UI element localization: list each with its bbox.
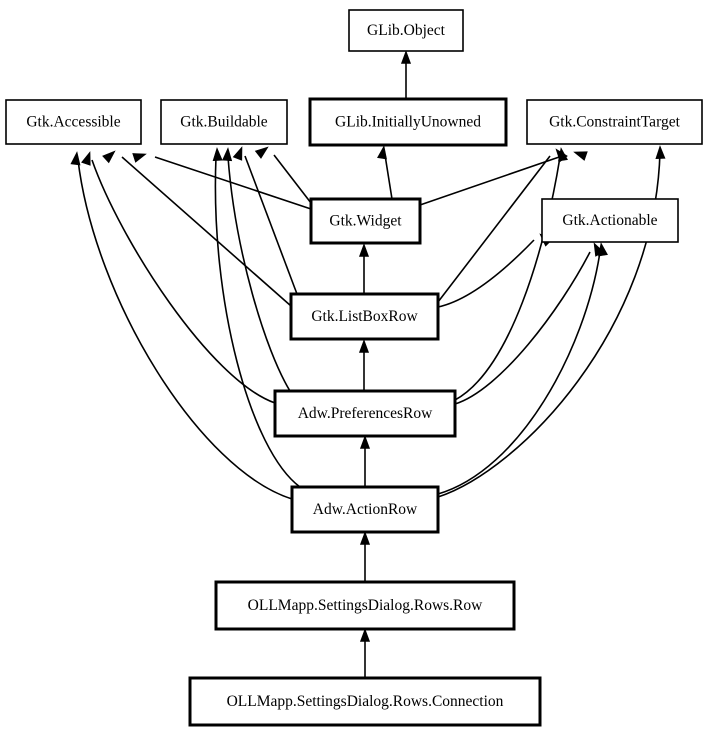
inheritance-edge-adw-preferencesrow-to-gtk-buildable	[222, 147, 291, 392]
class-node-ollmapp-row[interactable]: OLLMapp.SettingsDialog.Rows.Row	[214, 580, 516, 631]
node-label: Gtk.ConstraintTarget	[549, 114, 680, 131]
class-node-adw-actionrow[interactable]: Adw.ActionRow	[290, 485, 440, 534]
node-box[interactable]	[289, 292, 440, 341]
node-label: Adw.ActionRow	[313, 501, 418, 518]
class-node-gtk-actionable[interactable]: Gtk.Actionable	[541, 198, 679, 243]
class-node-gtk-buildable[interactable]: Gtk.Buildable	[160, 99, 288, 145]
inheritance-edge-gtk-listboxrow-to-gtk-actionable	[437, 233, 553, 308]
inheritance-edge-gtk-listboxrow-to-gtk-widget	[358, 243, 370, 294]
edge-line	[121, 156, 292, 307]
node-label: Gtk.Actionable	[562, 212, 657, 229]
node-label: OLLMapp.SettingsDialog.Rows.Connection	[227, 693, 504, 710]
arrow-head-icon	[359, 531, 371, 545]
arrow-head-icon	[655, 145, 666, 159]
node-label: Gtk.ListBoxRow	[311, 308, 418, 325]
edge-line	[227, 156, 291, 392]
inheritance-edge-gtk-listboxrow-to-gtk-accessible	[102, 150, 292, 307]
arrow-head-icon	[358, 243, 370, 257]
inheritance-edge-adw-actionrow-to-gtk-accessible	[70, 151, 293, 500]
node-box[interactable]	[526, 99, 703, 145]
arrow-head-icon	[70, 151, 81, 166]
edge-line	[419, 154, 566, 206]
node-label: OLLMapp.SettingsDialog.Rows.Row	[248, 597, 483, 614]
class-node-gtk-accessible[interactable]: Gtk.Accessible	[5, 99, 142, 145]
class-node-glib-object[interactable]: GLib.Object	[348, 9, 464, 52]
inheritance-edge-gtk-widget-to-glib-initiallyunowned	[377, 145, 393, 200]
arrow-head-icon	[81, 151, 91, 166]
edge-line	[273, 154, 312, 204]
arrow-head-icon	[558, 147, 568, 162]
inheritance-edge-glib-initiallyunowned-to-glib-object	[400, 50, 412, 99]
node-label: Adw.PreferencesRow	[298, 405, 433, 422]
arrow-head-icon	[359, 628, 371, 642]
inheritance-edge-gtk-widget-to-gtk-accessible	[132, 153, 312, 210]
node-label: GLib.Object	[367, 22, 446, 39]
node-label: GLib.InitiallyUnowned	[335, 114, 481, 131]
inheritance-edge-gtk-widget-to-gtk-buildable	[254, 146, 312, 204]
inheritance-edge-adw-preferencesrow-to-gtk-accessible	[81, 151, 276, 404]
inheritance-edge-adw-preferencesrow-to-gtk-listboxrow	[358, 339, 370, 391]
edge-line	[454, 156, 561, 401]
arrow-head-icon	[598, 242, 608, 257]
inheritance-edge-adw-preferencesrow-to-gtk-constrainttarget	[454, 147, 568, 401]
edge-line	[154, 156, 312, 210]
node-label: Gtk.Accessible	[26, 114, 120, 131]
arrow-head-icon	[222, 147, 233, 162]
node-box[interactable]	[214, 580, 516, 631]
edge-line	[437, 251, 601, 495]
arrow-head-icon	[254, 146, 269, 159]
class-node-ollmapp-connection[interactable]: OLLMapp.SettingsDialog.Rows.Connection	[188, 676, 542, 727]
class-node-gtk-constrainttarget[interactable]: Gtk.ConstraintTarget	[526, 99, 703, 145]
class-node-gtk-listboxrow[interactable]: Gtk.ListBoxRow	[289, 292, 440, 341]
edge-line	[91, 159, 276, 404]
node-label: Gtk.Buildable	[180, 114, 268, 131]
node-box[interactable]	[273, 389, 457, 438]
arrow-head-icon	[573, 151, 588, 161]
arrow-head-icon	[102, 150, 116, 164]
arrow-head-icon	[358, 339, 370, 353]
arrow-head-icon	[132, 153, 147, 163]
class-node-gtk-widget[interactable]: Gtk.Widget	[309, 197, 422, 245]
node-box[interactable]	[309, 197, 422, 245]
arrow-head-icon	[359, 435, 371, 449]
inheritance-edge-gtk-listboxrow-to-gtk-buildable	[232, 146, 298, 295]
inheritance-edge-ollmapp-connection-to-ollmapp-row	[359, 628, 371, 678]
edge-line	[214, 156, 301, 488]
arrow-head-icon	[400, 50, 412, 64]
edge-line	[437, 155, 551, 303]
inheritance-edge-gtk-widget-to-gtk-constrainttarget	[419, 151, 588, 206]
node-box[interactable]	[290, 485, 440, 534]
node-box[interactable]	[5, 99, 142, 145]
node-box[interactable]	[188, 676, 542, 727]
node-box[interactable]	[541, 198, 679, 243]
edge-line	[437, 239, 535, 308]
class-node-glib-initiallyunowned[interactable]: GLib.InitiallyUnowned	[308, 97, 508, 147]
class-node-adw-preferencesrow[interactable]: Adw.PreferencesRow	[273, 389, 457, 438]
arrow-head-icon	[232, 146, 243, 161]
inheritance-edge-adw-actionrow-to-gtk-actionable	[437, 242, 608, 495]
node-box[interactable]	[348, 9, 464, 52]
node-label: Gtk.Widget	[329, 213, 402, 230]
edge-line	[384, 154, 393, 200]
inheritance-edge-adw-actionrow-to-gtk-buildable	[212, 147, 301, 488]
edge-line	[454, 251, 591, 405]
inheritance-edge-adw-actionrow-to-adw-preferencesrow	[359, 435, 371, 487]
arrow-head-icon	[212, 147, 223, 162]
edge-line	[244, 155, 298, 295]
inheritance-edge-ollmapp-row-to-adw-actionrow	[359, 531, 371, 582]
edge-line	[77, 159, 293, 500]
node-box[interactable]	[308, 97, 508, 147]
node-box[interactable]	[160, 99, 288, 145]
arrow-head-icon	[377, 145, 387, 160]
